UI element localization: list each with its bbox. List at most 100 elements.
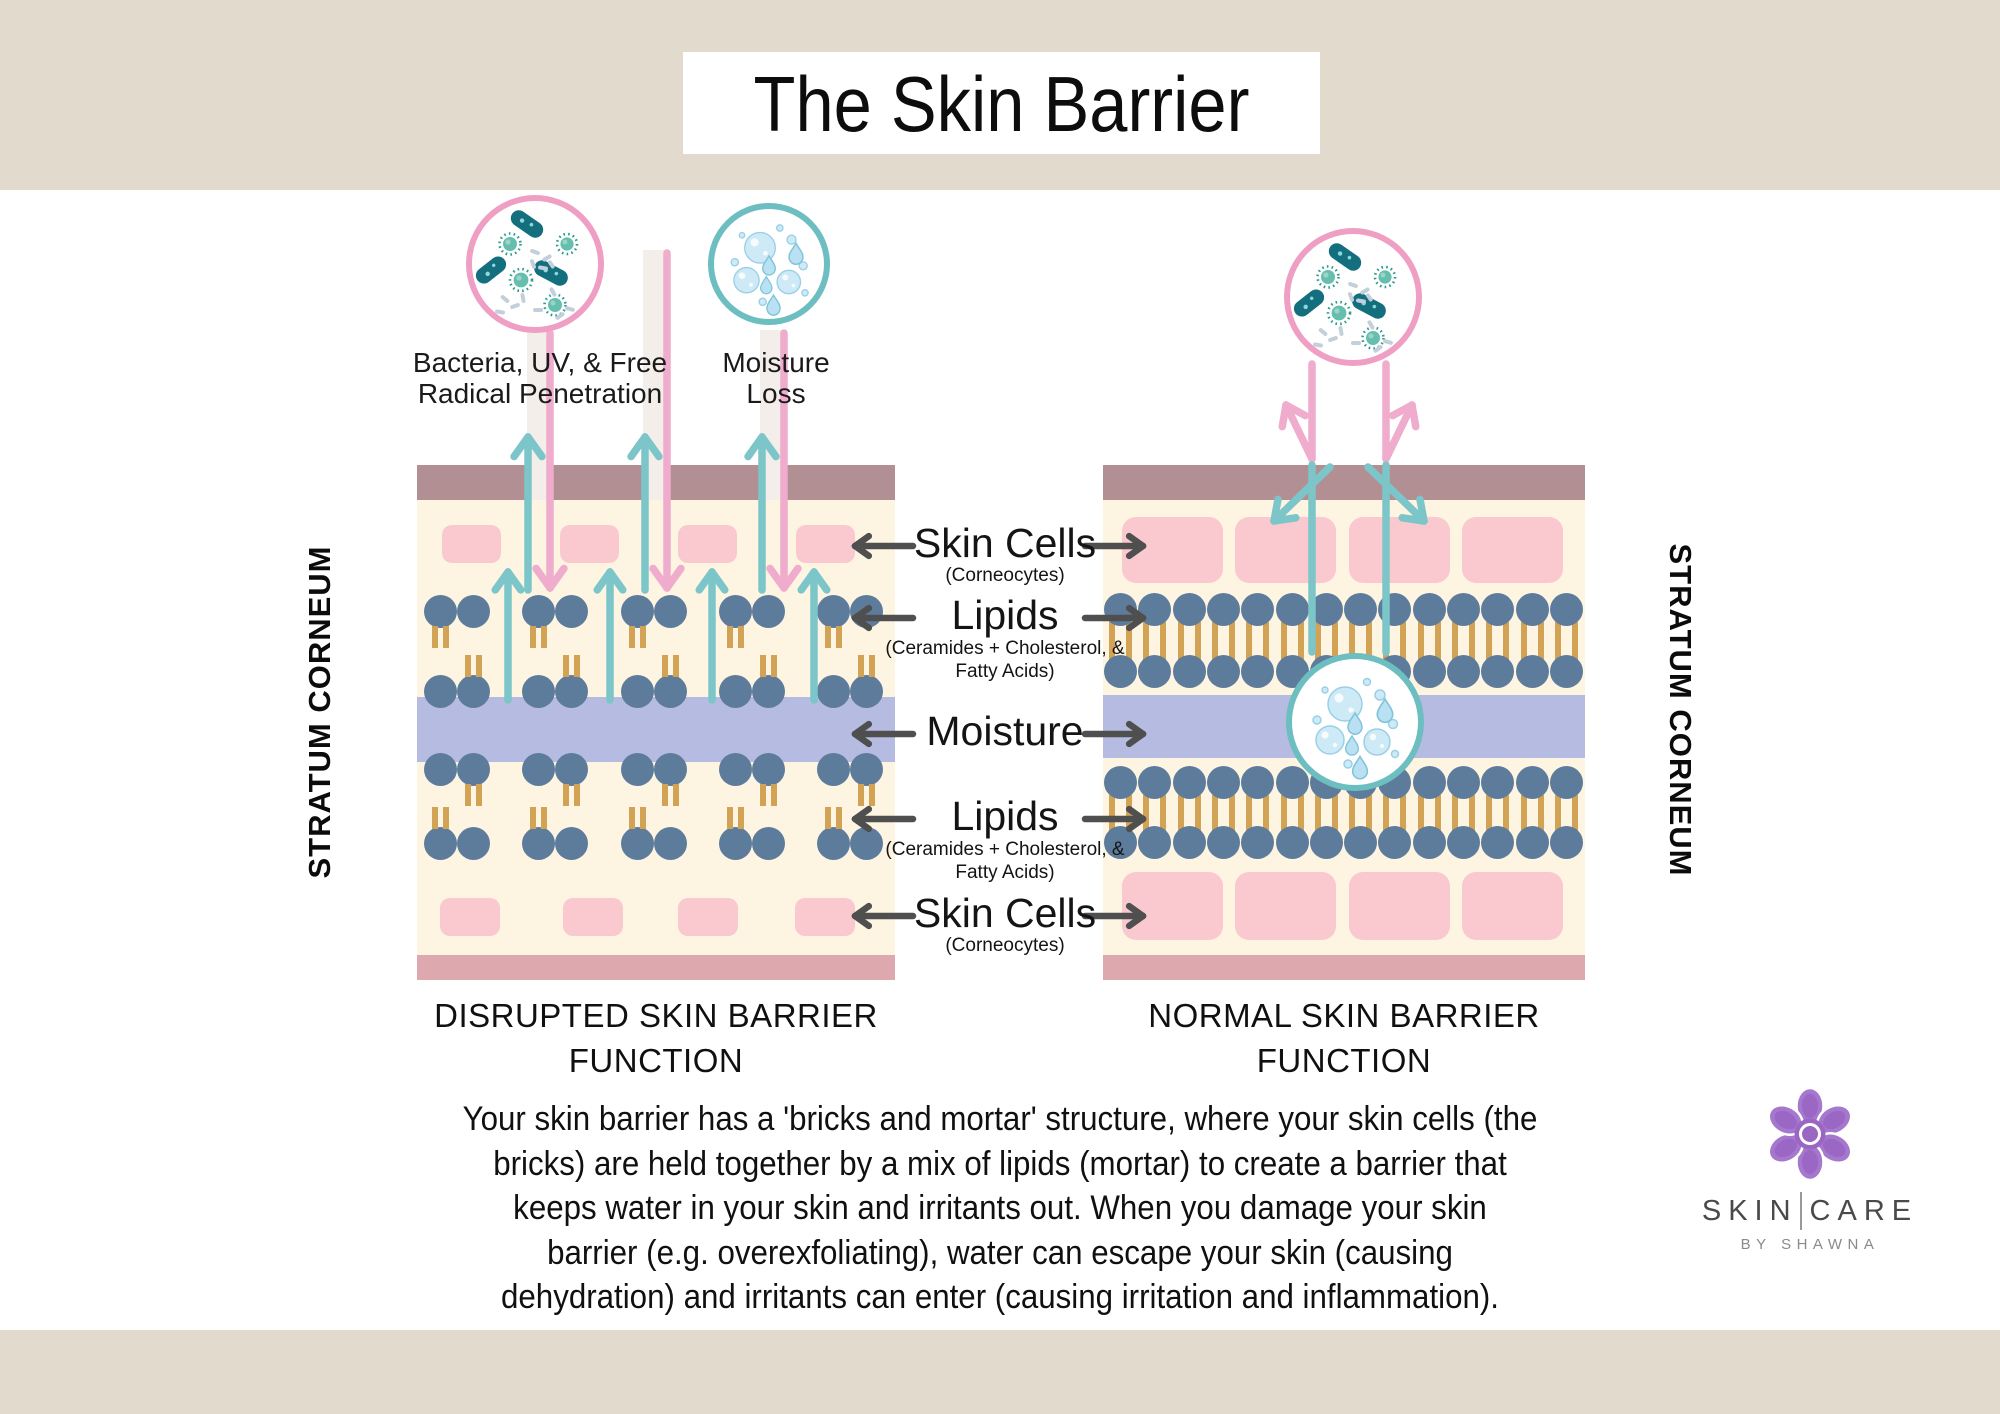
lipid-head bbox=[817, 595, 850, 628]
lipid-head bbox=[424, 827, 457, 860]
lipid-tail bbox=[869, 784, 875, 806]
moisture-layer-left bbox=[417, 697, 895, 762]
lipid-head bbox=[424, 753, 457, 786]
brand-tagline: BY SHAWNA bbox=[1740, 1236, 1880, 1253]
lipid-tail bbox=[673, 784, 679, 806]
skin-cell bbox=[1349, 872, 1450, 940]
skin-cell bbox=[795, 898, 855, 936]
lipid-head bbox=[1549, 766, 1583, 799]
lipid-head bbox=[1172, 593, 1206, 626]
lipid-head bbox=[817, 827, 850, 860]
lipid-tail bbox=[1211, 622, 1218, 660]
lipid-tail bbox=[1417, 622, 1424, 660]
description-paragraph: Your skin barrier has a 'bricks and mort… bbox=[462, 1100, 1538, 1316]
brand-logo: SKIN CARE BY SHAWNA bbox=[1690, 1082, 1930, 1253]
lipid-head bbox=[1275, 766, 1309, 799]
label-lipids-top-sub1: (Ceramides + Cholesterol, & bbox=[885, 638, 1125, 659]
lipid-tail bbox=[1109, 795, 1115, 833]
label-skin-cells-top: Skin Cells bbox=[913, 520, 1097, 566]
lipid-head bbox=[1481, 655, 1515, 688]
lipid-head bbox=[1481, 593, 1515, 626]
lipid-tail bbox=[1486, 795, 1493, 833]
moisture-retained-arrow bbox=[1364, 463, 1428, 525]
page-title: The Skin Barrier bbox=[753, 60, 1250, 148]
bacteria-circle-icon-right bbox=[1284, 228, 1422, 366]
lipid-tail bbox=[738, 807, 744, 829]
lipid-head bbox=[457, 675, 490, 708]
flower-icon bbox=[1767, 1086, 1853, 1182]
lipid-tail bbox=[1554, 795, 1561, 833]
lipid-head bbox=[621, 827, 654, 860]
lipid-tail bbox=[541, 626, 547, 648]
stratum-corneum-label-left: STRATUM CORNEUM bbox=[302, 545, 337, 879]
skin-cell bbox=[678, 525, 737, 563]
lipid-head bbox=[752, 675, 785, 708]
lipid-head bbox=[1378, 826, 1412, 859]
skin-cell bbox=[1235, 872, 1336, 940]
lipid-tail bbox=[771, 784, 777, 806]
lipid-head bbox=[817, 753, 850, 786]
lipid-tail bbox=[530, 626, 536, 648]
lipid-head bbox=[1412, 593, 1446, 626]
lipid-tail bbox=[1263, 622, 1270, 660]
lipid-head bbox=[719, 675, 752, 708]
skin-cell bbox=[1349, 517, 1450, 583]
lipid-tail bbox=[1383, 795, 1390, 833]
lipid-tail bbox=[673, 655, 679, 677]
stratum-corneum-label-right: STRATUM CORNEUM bbox=[1663, 543, 1698, 877]
lipid-head bbox=[1447, 593, 1480, 626]
lipid-tail bbox=[771, 655, 777, 677]
lipid-head bbox=[1549, 593, 1583, 626]
lipid-tail bbox=[574, 784, 580, 806]
lipid-head bbox=[1241, 826, 1275, 859]
lipid-head bbox=[1172, 766, 1206, 799]
lipid-head bbox=[654, 595, 687, 628]
lipid-tail bbox=[1314, 622, 1321, 660]
lipid-head bbox=[1241, 593, 1275, 626]
lipid-head bbox=[621, 675, 654, 708]
lipid-head bbox=[1275, 826, 1309, 859]
brand-divider bbox=[1799, 1192, 1802, 1230]
lipid-tail bbox=[563, 655, 569, 677]
irritant-entry-arrow bbox=[766, 329, 802, 592]
lipid-tail bbox=[1194, 622, 1201, 660]
lipid-tail bbox=[1366, 622, 1373, 660]
lipid-head bbox=[1344, 826, 1378, 859]
lipid-head bbox=[1241, 766, 1275, 799]
lipid-tail bbox=[640, 626, 646, 648]
lipid-tail bbox=[858, 655, 864, 677]
right-diagram-surface-bar bbox=[1103, 465, 1585, 500]
label-corneocytes-top: (Corneocytes) bbox=[945, 565, 1065, 586]
lipid-tail bbox=[1126, 795, 1132, 833]
lipid-tail bbox=[1126, 622, 1132, 660]
lipid-head bbox=[1241, 655, 1275, 688]
irritant-entry-arrow bbox=[532, 329, 568, 592]
pointer-arrow-left bbox=[851, 720, 917, 748]
lipid-head bbox=[1549, 655, 1583, 688]
lipid-tail bbox=[760, 655, 766, 677]
lipid-tail bbox=[640, 807, 646, 829]
pointer-arrow-right bbox=[1081, 532, 1147, 560]
lipid-tail bbox=[476, 655, 482, 677]
label-corneocytes-bottom: (Corneocytes) bbox=[945, 935, 1065, 956]
lipid-tail bbox=[760, 784, 766, 806]
lipid-tail bbox=[1571, 622, 1578, 660]
lipid-head bbox=[1447, 766, 1480, 799]
lipid-tail bbox=[1349, 795, 1356, 833]
label-lipids-bottom-sub2: Fatty Acids) bbox=[955, 862, 1055, 883]
lipid-head bbox=[424, 675, 457, 708]
lipid-tail bbox=[530, 807, 536, 829]
lipid-tail bbox=[1263, 795, 1270, 833]
lipid-head bbox=[1309, 826, 1343, 859]
lipid-tail bbox=[1452, 795, 1458, 833]
moisture-escape-arrow-short bbox=[797, 568, 831, 704]
lipid-head bbox=[752, 595, 785, 628]
lipid-tail bbox=[1434, 622, 1441, 660]
lipid-tail bbox=[1486, 622, 1493, 660]
lipid-tail bbox=[1143, 622, 1150, 660]
skin-cell bbox=[560, 525, 619, 563]
lipid-tail bbox=[1109, 622, 1115, 660]
moisture-escape-arrow bbox=[744, 433, 780, 594]
lipid-tail bbox=[443, 626, 449, 648]
